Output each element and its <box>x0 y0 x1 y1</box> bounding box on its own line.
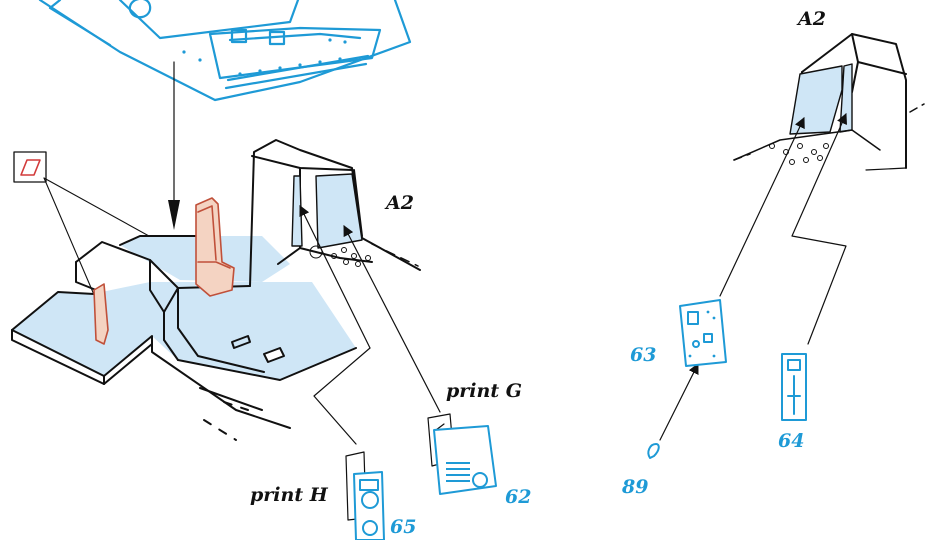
leader-part-64 <box>791 113 848 345</box>
leader-print-g-b <box>343 225 441 413</box>
floor-plate-down-arrow <box>168 200 180 230</box>
cockpit-tub-left <box>11 139 421 441</box>
label-part-64: 64 <box>778 430 805 452</box>
label-part-62: 62 <box>505 486 532 508</box>
part-65 <box>353 471 385 540</box>
label-print-g: print G <box>446 380 522 402</box>
red-decal-square-icon <box>13 151 47 183</box>
bulkhead-recess-right <box>789 63 853 135</box>
leader-part-63 <box>719 117 805 297</box>
label-part-65: 65 <box>390 516 417 538</box>
leader-print-g-a <box>299 205 371 349</box>
bulkhead-holes-left <box>309 245 371 267</box>
label-part-89: 89 <box>622 476 649 498</box>
bulkhead-holes-right <box>769 143 829 165</box>
part-64 <box>781 353 807 421</box>
leader-print-h <box>313 347 371 445</box>
part-63 <box>679 299 727 367</box>
label-a2-right: A2 <box>798 8 826 30</box>
seat-rear <box>93 283 109 345</box>
floor-plate-subassembly <box>38 0 412 102</box>
part-89 <box>647 443 660 459</box>
label-a2-left: A2 <box>386 192 414 214</box>
seat-front <box>195 197 235 297</box>
label-part-63: 63 <box>630 344 657 366</box>
leader-part-89 <box>659 363 699 441</box>
part-62 <box>433 425 497 495</box>
label-print-h: print H <box>250 484 328 506</box>
